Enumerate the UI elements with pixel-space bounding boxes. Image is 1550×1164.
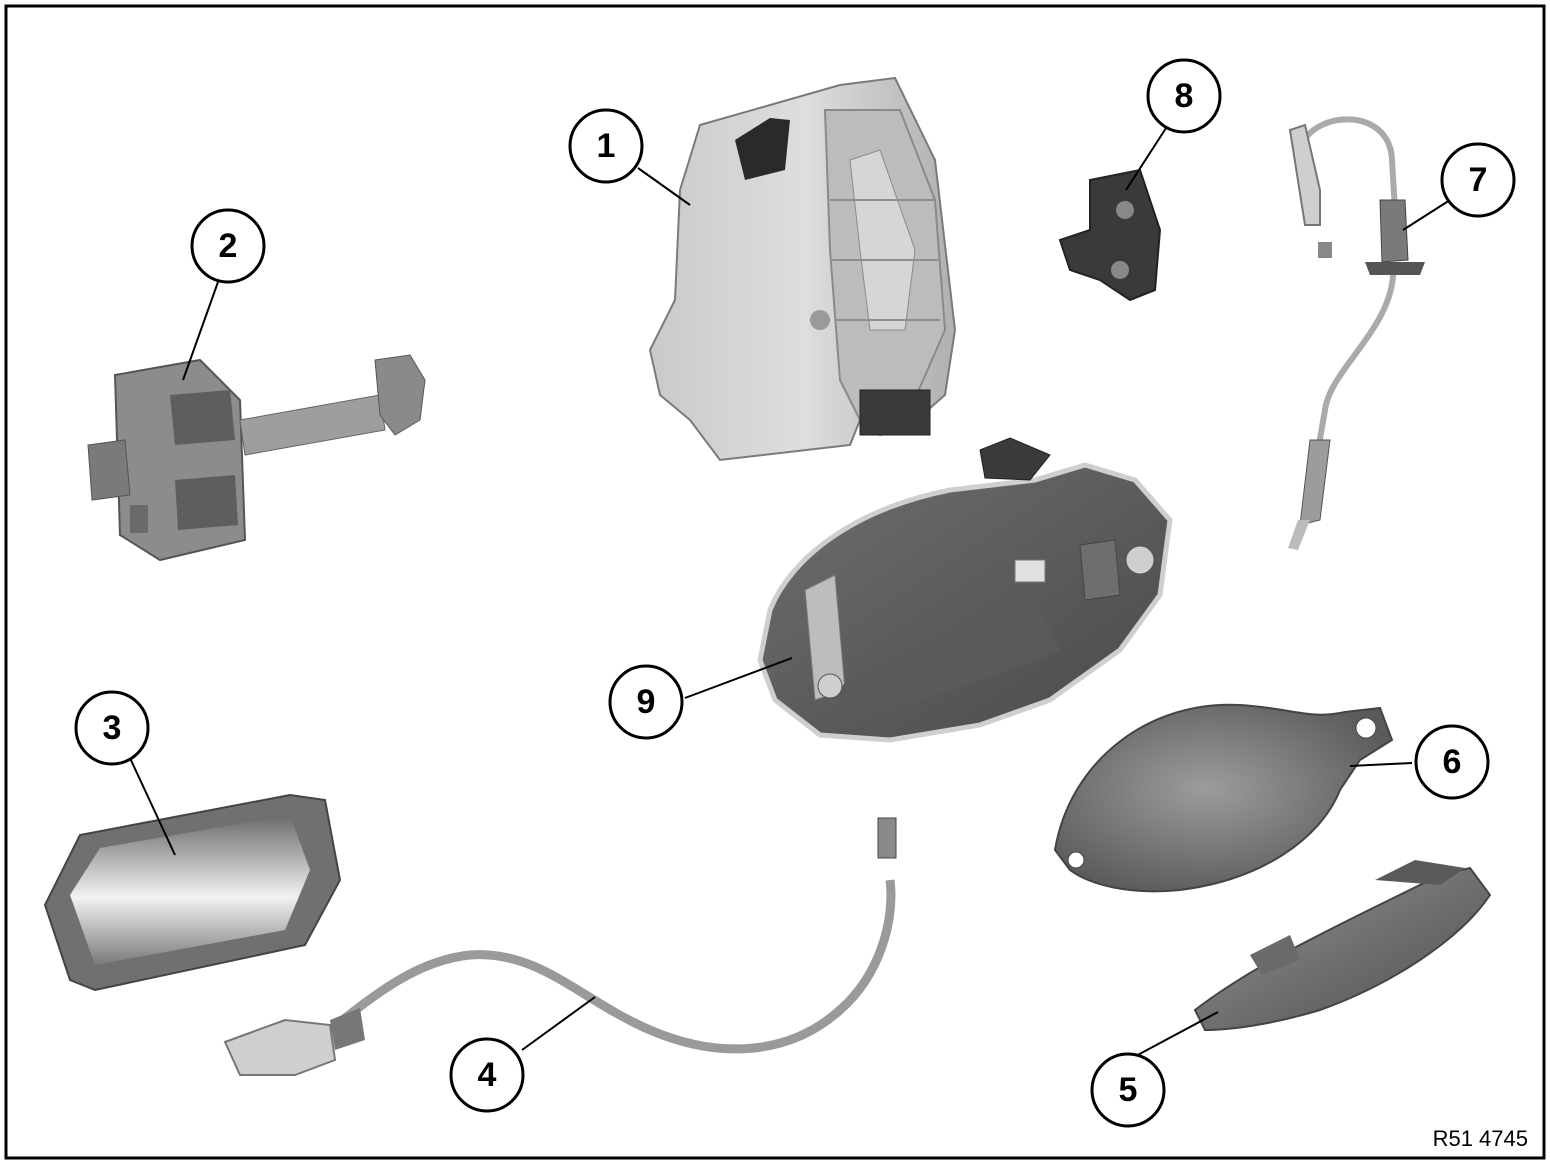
callout-2-label: 2 <box>219 227 238 265</box>
callout-7-label: 7 <box>1469 161 1488 199</box>
door-lock-part <box>648 76 957 462</box>
figure-reference: R51 4745 <box>1433 1126 1528 1151</box>
callout-3-label: 3 <box>103 709 122 747</box>
callout-4: 4 <box>449 1037 525 1113</box>
callout-3: 3 <box>74 690 150 766</box>
bowden-cable-part <box>1288 116 1425 550</box>
callout-6-label: 6 <box>1443 743 1462 781</box>
callout-9-label: 9 <box>637 683 656 721</box>
callout-1-label: 1 <box>597 127 616 165</box>
interior-door-handle-part <box>43 793 342 992</box>
callout-2: 2 <box>190 208 266 284</box>
release-cable-part <box>223 817 897 1076</box>
callout-5: 5 <box>1090 1052 1166 1128</box>
callout-9: 9 <box>608 664 684 740</box>
door-check-strap-part <box>87 354 426 562</box>
cover-cap-part <box>1053 703 1394 893</box>
callout-4-label: 4 <box>478 1056 497 1094</box>
exterior-door-handle-part <box>1193 860 1492 1032</box>
callout-8-label: 8 <box>1175 77 1194 115</box>
lock-striker-part <box>1058 168 1162 302</box>
leader-lines <box>129 124 1451 1059</box>
callout-5-label: 5 <box>1119 1071 1138 1109</box>
callout-1: 1 <box>568 108 644 184</box>
handle-carrier-part <box>757 437 1173 743</box>
callout-8: 8 <box>1146 58 1222 134</box>
callout-6: 6 <box>1414 724 1490 800</box>
callout-7: 7 <box>1440 142 1516 218</box>
